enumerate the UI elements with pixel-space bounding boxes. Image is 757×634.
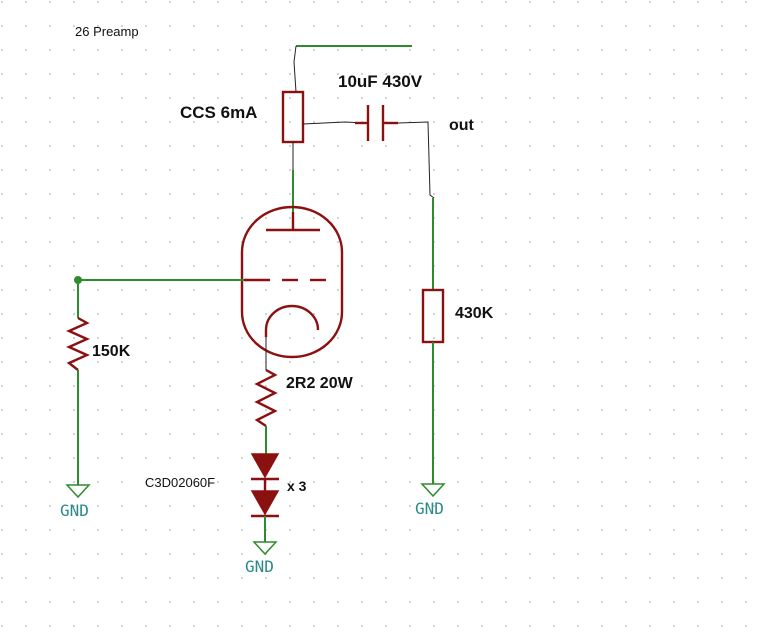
grid-resistor-symbol <box>66 316 90 371</box>
capacitor-label: 10uF 430V <box>338 72 423 91</box>
supply-drop-wire <box>293 45 297 93</box>
cap-output-wire <box>397 121 435 199</box>
ccs-label: CCS 6mA <box>180 103 257 122</box>
load-resistor-label: 430K <box>455 305 494 322</box>
ground-label-center: GND <box>245 557 274 576</box>
diode-label: C3D02060F <box>145 475 215 490</box>
diode-2-symbol <box>250 490 280 516</box>
output-label: out <box>449 117 475 134</box>
ground-symbol-left <box>65 484 91 499</box>
cathode-resistor-label: 2R2 20W <box>286 375 354 392</box>
triode-cathode <box>264 304 320 337</box>
diagram-title: 26 Preamp <box>75 24 139 39</box>
ground-symbol-right <box>420 483 446 498</box>
ground-symbol-center <box>252 541 278 556</box>
grid-resistor-label: 150K <box>92 343 131 360</box>
triode-envelope <box>240 205 344 359</box>
diode-1-symbol <box>250 453 280 479</box>
cathode-resistor-symbol <box>254 368 278 427</box>
diode-count-label: x 3 <box>287 478 307 494</box>
ground-label-right: GND <box>415 499 444 518</box>
ground-label-left: GND <box>60 501 89 520</box>
